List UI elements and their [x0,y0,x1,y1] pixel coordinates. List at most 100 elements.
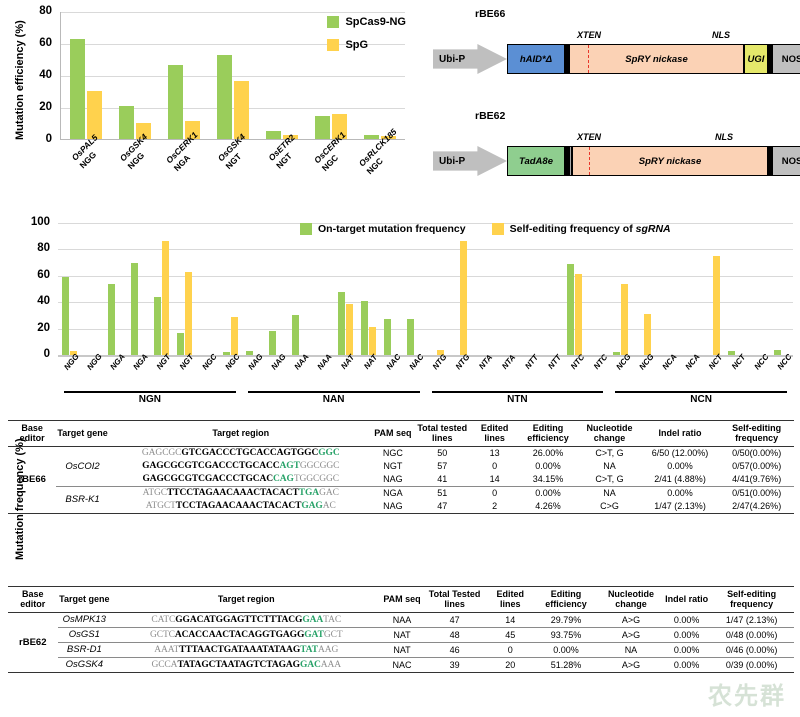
chart-c-bar-group [678,223,701,355]
chart-c-y-tick: 0 [43,348,50,360]
chart-c-bar-group [288,223,311,355]
chart-c-bar [774,349,782,355]
cell-self-editing-frequency: 0/50(0.00%) [732,448,782,459]
cell-indel-ratio: 0.00% [667,461,693,472]
chart-c-bar [291,315,299,355]
chart-c-legend-swatch [300,223,312,235]
chart-c-bar-group [219,223,242,355]
construct-rbe66-ugi-label: UGI [747,53,765,65]
construct-rbe62-deaminase: TadA8e [507,146,565,176]
chart-a-y-tick: 40 [39,69,52,81]
chart-c-bar [368,327,376,355]
chart-c-x-label: NCA [678,352,701,391]
panel-construct-diagrams: rBE66 XTEN NLS Ubi-P hAID*Δ SpRY nickase… [425,0,800,200]
construct-rbe62-nls-bar [768,146,772,176]
chart-a-legend-swatch [327,39,340,51]
chart-c-x-label: NGG [58,352,82,391]
chart-c-x-label: NGT [150,353,173,391]
chart-a-y-tick: 80 [39,5,52,17]
th-base-editor: Base editor [19,423,45,444]
table-rbe62: Base editor Target gene Target region PA… [8,586,794,673]
chart-c-bar [153,296,161,355]
cell-nucleotide-change: A>G [621,659,641,670]
chart-c-bar-group [747,223,770,355]
chart-a-bar-group [307,12,356,139]
th2-pam-seq: PAM seq [383,594,421,605]
th-pam-seq: PAM seq [374,428,412,439]
cell-indel-ratio: 1/47 (2.13%) [654,501,706,512]
chart-c-x-label: NAT [334,353,357,391]
cell-edited-lines: 20 [505,659,516,670]
cell-pam-seq: NAC [392,659,412,670]
construct-rbe66-terminator: NOS [772,44,800,74]
construct-rbe66-deaminase: hAID*Δ [507,44,565,74]
cell-editing-efficiency: 34.15% [532,474,564,485]
chart-a-legend-item: SpCas9-NG [327,16,406,28]
chart-c-bar-group [357,223,380,355]
cell-edited-lines: 2 [492,501,498,512]
cell-nucleotide-change: C>G [600,501,619,512]
cell-target-gene: OsGS1 [68,629,100,641]
chart-a-legend: SpCas9-NG SpG [327,16,406,62]
chart-c-x-label: NTA [494,353,517,391]
cell-pam-seq: NGA [383,488,403,499]
chart-c-plot-area [58,223,793,355]
cell-pam-seq: NAG [383,474,403,485]
chart-c-x-label: NTT [540,353,563,391]
chart-a-bar [69,39,85,139]
chart-a-y-axis-title: Mutation efficiency (%) [14,20,26,140]
chart-c-bar-group [632,223,655,355]
chart-c-x-label: NAC [380,352,403,391]
chart-c-y-tick: 60 [37,268,50,281]
cell-target-region: CATCGGACATGGAGTTCTTTACGGAATAC [151,614,342,625]
cell-editing-efficiency: 0.00% [535,488,561,499]
chart-c-group-label: NGN [138,394,161,405]
cell-base-editor: rBE66 [18,474,46,486]
chart-c-bar-group [655,223,678,355]
chart-c-bar-group [150,223,173,355]
chart-a-bar [216,55,232,139]
chart-a-bar [266,130,282,139]
chart-c-bar-group [127,223,150,355]
chart-c-x-label: NTG [448,353,472,391]
construct-rbe66-nls-bar [768,44,772,74]
chart-c-x-label: NCT [701,353,724,391]
cell-pam-seq: NAA [392,614,412,625]
chart-c-bar-group [311,223,334,355]
cell-pam-seq: NAG [383,501,403,512]
chart-c-x-label: NCA [655,352,678,391]
cell-indel-ratio: 0.00% [673,659,700,670]
construct-rbe62-terminator-label: NOS [781,155,800,167]
chart-c-x-label: NGG [81,352,105,391]
cell-nucleotide-change: NA [603,461,616,472]
chart-c-legend-label: On-target mutation frequency [318,223,466,235]
th2-indel-ratio: Indel ratio [665,594,709,605]
cell-edited-lines: 13 [489,448,500,459]
cell-indel-ratio: 0.00% [673,614,700,625]
chart-c-bar-group [448,223,471,355]
chart-c-bar [268,331,276,355]
cell-editing-efficiency: 29.79% [550,614,582,625]
chart-a-bar [86,91,102,139]
th2-target-region: Target region [217,594,275,605]
chart-c-bar [184,271,192,355]
cell-target-gene: OsGSK4 [65,659,104,671]
chart-a-plot-area [60,12,405,140]
chart-c-x-label: NGA [104,352,127,391]
chart-a-legend-label: SpG [345,39,369,51]
chart-a-bar [381,135,397,139]
th2-edited-lines: Edited lines [496,589,525,610]
construct-rbe62-nick-marker [589,147,590,175]
th-target-gene: Target gene [57,428,108,439]
th2-target-gene: Target gene [59,594,110,605]
